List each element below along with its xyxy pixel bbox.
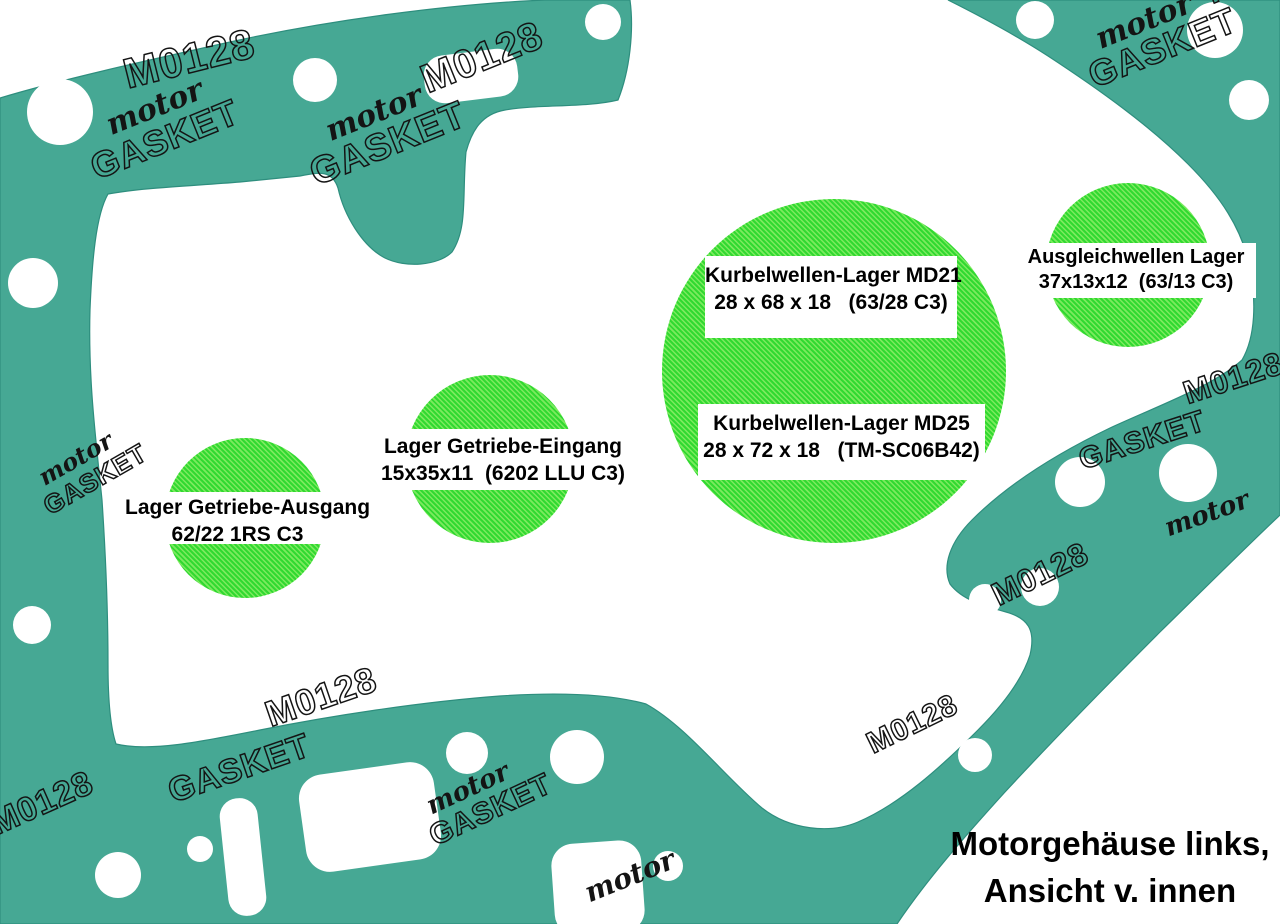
label-ausgleichwellen: Ausgleichwellen Lager 37x13x12 (63/13 C3… <box>1016 243 1256 298</box>
label-line-1: Lager Getriebe-Ausgang <box>125 496 371 519</box>
label-line-1: Lager Getriebe-Eingang <box>383 435 623 458</box>
svg-text:M0128: M0128 <box>862 688 963 760</box>
label-kurbelwellen-md21: Kurbelwellen-Lager MD21 28 x 68 x 18 (63… <box>705 256 962 338</box>
brand-stamp: M0128 <box>861 687 964 761</box>
label-line-2: 15x35x11 (6202 LLU C3) <box>381 462 625 485</box>
label-line-2: 37x13x12 (63/13 C3) <box>1038 271 1234 293</box>
caption-line-1: Motorgehäuse links, <box>950 825 1270 862</box>
label-line-1: Kurbelwellen-Lager MD25 <box>713 412 970 435</box>
label-getriebe-ausgang: Lager Getriebe-Ausgang 62/22 1RS C3 <box>125 492 371 546</box>
caption-line-2: Ansicht v. innen <box>983 872 1237 909</box>
label-kurbelwellen-md25: Kurbelwellen-Lager MD25 28 x 72 x 18 (TM… <box>698 404 985 480</box>
label-getriebe-eingang: Lager Getriebe-Eingang 15x35x11 (6202 LL… <box>368 429 638 490</box>
caption: Motorgehäuse links, Ansicht v. innen <box>950 820 1270 914</box>
label-line-2: 28 x 68 x 18 (63/28 C3) <box>714 291 948 314</box>
label-line-1: Ausgleichwellen Lager <box>1027 246 1245 268</box>
label-line-1: Kurbelwellen-Lager MD21 <box>705 264 962 287</box>
label-line-2: 62/22 1RS C3 <box>171 523 304 546</box>
bearing-highlight-kurbelwellen <box>662 199 1006 543</box>
slot-cutouts <box>219 48 645 924</box>
bolt-holes <box>8 1 1269 898</box>
label-line-2: 28 x 72 x 18 (TM-SC06B42) <box>703 439 980 462</box>
